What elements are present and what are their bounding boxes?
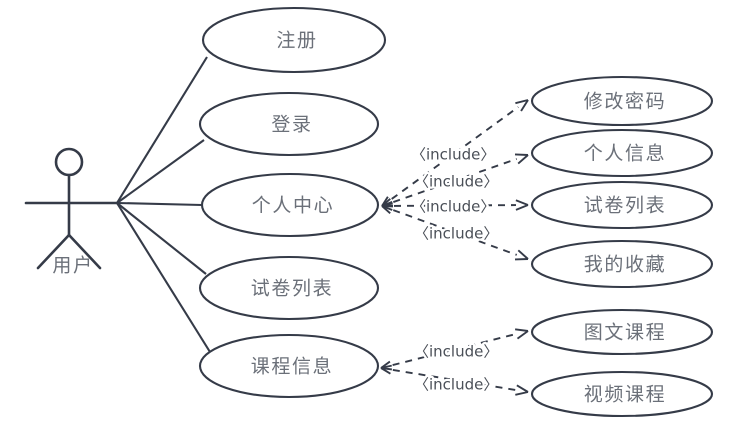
association-uc-personal-center[interactable]: [116, 201, 203, 207]
include-dashed-line: [392, 368, 517, 392]
include-dashed-line: [392, 333, 517, 366]
actor-left-leg-line: [36, 233, 71, 270]
arrowhead-stroke: [515, 204, 529, 211]
uc-video-course-ellipse: [530, 370, 714, 418]
uc-login-ellipse: [198, 91, 380, 157]
arrowhead-stroke: [515, 99, 529, 105]
arrowhead-stroke: [380, 364, 392, 369]
arrowhead-stroke: [516, 330, 529, 340]
uc-register[interactable]: 注册: [201, 6, 387, 74]
inc-pc-paper-list-stereotype-label: 〈include〉: [411, 198, 495, 216]
uc-login[interactable]: 登录: [198, 91, 380, 157]
uc-personal-center-label: 个人中心: [252, 195, 334, 217]
include-dashed-line: [392, 209, 518, 256]
uc-change-password[interactable]: 修改密码: [530, 75, 714, 127]
actor-label: 用户: [52, 255, 93, 277]
arrowhead-stroke: [517, 154, 529, 165]
uc-paper-list-2-ellipse: [530, 180, 714, 230]
include-inc-ci-video-course[interactable]: [380, 364, 529, 396]
arrowhead-stroke: [520, 99, 529, 112]
arrowhead-stroke: [517, 249, 529, 260]
include-labels-group: 〈include〉〈include〉〈include〉〈include〉〈inc…: [409, 143, 501, 396]
include-dashed-line: [391, 106, 519, 200]
actor-right-leg-line: [67, 233, 102, 270]
uc-text-course[interactable]: 图文课程: [530, 308, 714, 356]
inc-pc-personal-info-stereotype-label: 〈include〉: [414, 173, 498, 191]
uc-video-course-label: 视频课程: [584, 384, 666, 406]
uc-register-ellipse: [201, 6, 387, 74]
arrowhead-stroke: [381, 205, 391, 215]
arrowhead-stroke: [514, 153, 529, 156]
uc-text-course-ellipse: [530, 308, 714, 356]
association-uc-register[interactable]: [116, 56, 208, 204]
actor-head-icon: [54, 147, 84, 177]
uc-course-info[interactable]: 课程信息: [198, 333, 380, 399]
uc-my-favorites-label: 我的收藏: [584, 254, 666, 276]
actor-user[interactable]: 用户: [24, 147, 119, 277]
inc-pc-change-password-stereotype-label: 〈include〉: [411, 146, 495, 164]
uc-video-course[interactable]: 视频课程: [530, 370, 714, 418]
inc-pc-my-favorites-stereotype-halo: 〈include〉: [414, 225, 498, 243]
inc-ci-video-course-stereotype-label: 〈include〉: [414, 376, 498, 394]
association-uc-login[interactable]: [116, 139, 205, 204]
arrowhead-stroke: [515, 391, 529, 396]
arrowhead-stroke: [380, 367, 391, 375]
uc-personal-info[interactable]: 个人信息: [530, 128, 714, 178]
uc-course-info-ellipse: [198, 333, 380, 399]
association-uc-paper-list[interactable]: [116, 202, 207, 275]
association-lines-group: [116, 56, 211, 353]
uc-change-password-ellipse: [530, 75, 714, 127]
inc-pc-change-password-stereotype-halo: 〈include〉: [411, 146, 495, 164]
inc-ci-text-course-stereotype-label: 〈include〉: [414, 343, 498, 361]
inc-pc-personal-info-stereotype-halo: 〈include〉: [414, 173, 498, 191]
uc-change-password-label: 修改密码: [584, 91, 666, 113]
uc-paper-list-2-label: 试卷列表: [584, 195, 666, 217]
uc-paper-list-2[interactable]: 试卷列表: [530, 180, 714, 230]
include-dashed-line: [393, 158, 517, 203]
uc-paper-list[interactable]: 试卷列表: [198, 255, 380, 321]
uc-my-favorites[interactable]: 我的收藏: [530, 239, 714, 289]
arrowhead-stroke: [516, 384, 529, 393]
inc-ci-video-course-stereotype-halo: 〈include〉: [414, 376, 498, 394]
include-inc-pc-my-favorites[interactable]: [381, 204, 529, 261]
uc-personal-center-ellipse: [200, 172, 380, 238]
uc-personal-info-label: 个人信息: [584, 143, 666, 165]
uc-register-label: 注册: [276, 30, 317, 52]
arrowhead-stroke: [515, 199, 529, 206]
uc-my-favorites-ellipse: [530, 239, 714, 289]
uc-paper-list-label: 试卷列表: [251, 278, 333, 300]
uc-personal-center[interactable]: 个人中心: [200, 172, 380, 238]
inc-ci-text-course-stereotype-halo: 〈include〉: [414, 343, 498, 361]
arrowhead-stroke: [514, 328, 529, 332]
uc-personal-info-ellipse: [530, 128, 714, 178]
include-dependencies-group: [380, 99, 529, 396]
association-uc-course-info[interactable]: [116, 202, 211, 353]
uc-course-info-label: 课程信息: [251, 356, 333, 378]
uc-text-course-label: 图文课程: [584, 322, 666, 344]
uc-login-label: 登录: [271, 114, 312, 136]
inc-pc-my-favorites-stereotype-label: 〈include〉: [414, 225, 498, 243]
uc-paper-list-ellipse: [198, 255, 380, 321]
inc-pc-paper-list-stereotype-halo: 〈include〉: [411, 198, 495, 216]
